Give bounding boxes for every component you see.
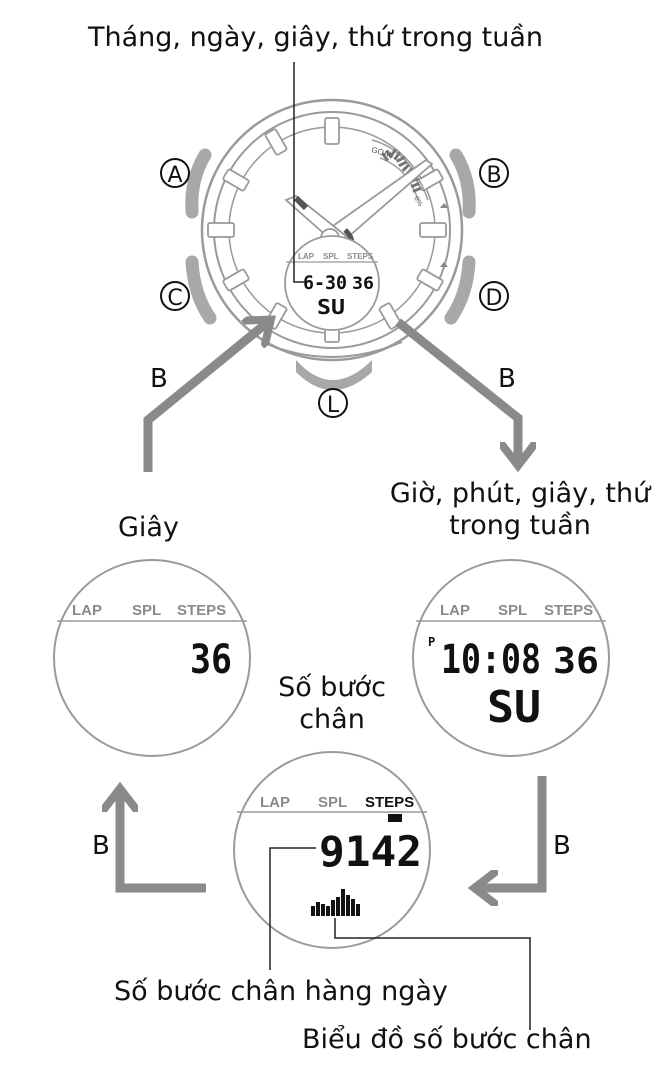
- seconds-display: LAP SPL STEPS 36: [53, 559, 251, 757]
- pm-indicator: P: [428, 635, 435, 649]
- arrow-label-b: B: [498, 364, 516, 394]
- button-l[interactable]: [296, 360, 372, 390]
- daily-steps-caption: Số bước chân hàng ngày: [114, 976, 448, 1007]
- lcd-date: 6-30: [303, 272, 347, 294]
- arrow-label-b: B: [150, 364, 168, 394]
- main-watch: GOAL 0% LAP SPL STEPS 6-30 36 SU A B C: [160, 62, 509, 418]
- main-watch-caption: Tháng, ngày, giây, thứ trong tuần: [88, 22, 544, 53]
- steps-mode-caption-line2: chân: [299, 704, 365, 736]
- arrow-main-to-time: [395, 318, 518, 462]
- time-day: SU: [487, 682, 541, 733]
- steps-mode-caption: Số bước chân: [262, 672, 402, 737]
- arrow-label-b: B: [92, 831, 110, 861]
- steps-graph-caption: Biểu đồ số bước chân: [302, 1024, 592, 1055]
- time-mode-caption: Giờ, phút, giây, thứ trong tuần: [372, 478, 668, 543]
- mode-steps-active: STEPS: [365, 794, 414, 811]
- lower-lug: [261, 341, 403, 358]
- steps-graph: [311, 889, 360, 916]
- mode-steps: STEPS: [347, 252, 374, 261]
- steps-mode-caption-line1: Số bước: [278, 672, 386, 703]
- steps-display: LAP SPL STEPS 9142: [233, 751, 531, 1030]
- active-mode-indicator: [388, 814, 402, 822]
- leader-line-daily-steps: [269, 847, 316, 970]
- seconds-value: 36: [190, 637, 232, 683]
- mode-spl: SPL: [132, 602, 161, 619]
- mode-lap: LAP: [298, 252, 315, 261]
- seconds-mode-caption: Giây: [118, 512, 179, 543]
- lcd-window: [284, 235, 380, 331]
- button-b[interactable]: [449, 148, 476, 219]
- lcd-day: SU: [317, 295, 345, 319]
- time-mode-caption-line2: trong tuần: [449, 510, 591, 542]
- time-display: LAP SPL STEPS P 10:08 36 SU: [412, 559, 610, 757]
- cycle-arrows: [120, 318, 547, 893]
- arrow-seconds-to-main: [143, 322, 268, 472]
- time-mode-caption-line1: Giờ, phút, giây, thứ: [389, 478, 651, 509]
- mode-spl: SPL: [323, 252, 339, 261]
- leader-line-steps-graph: [334, 918, 531, 1030]
- arrow-steps-to-seconds: [120, 792, 206, 893]
- mode-lap: LAP: [72, 602, 102, 619]
- mode-steps: STEPS: [177, 602, 226, 619]
- button-l-label: L: [327, 393, 340, 418]
- mode-lap: LAP: [440, 602, 470, 619]
- arrow-label-b: B: [553, 831, 571, 861]
- mode-spl: SPL: [318, 794, 347, 811]
- index-mark: [440, 262, 448, 267]
- time-value: 10:08: [441, 637, 541, 683]
- mode-lap: LAP: [260, 794, 290, 811]
- hour-markers: [207, 117, 447, 343]
- percent-label: 0%: [412, 196, 423, 208]
- button-a-label: A: [167, 163, 182, 188]
- mode-steps: STEPS: [544, 602, 593, 619]
- mode-spl: SPL: [498, 602, 527, 619]
- time-seconds: 36: [553, 641, 599, 682]
- button-c-label: C: [167, 286, 182, 311]
- index-mark: [440, 203, 448, 208]
- button-d-label: D: [486, 286, 503, 311]
- steps-value: 9142: [319, 827, 422, 876]
- leader-line-date: [293, 62, 304, 283]
- button-c[interactable]: [185, 255, 217, 325]
- button-d[interactable]: [444, 255, 476, 325]
- button-b-label: B: [486, 163, 501, 188]
- lcd-seconds: 36: [352, 274, 374, 294]
- arrow-time-to-steps: [478, 776, 547, 888]
- button-a[interactable]: [185, 148, 212, 219]
